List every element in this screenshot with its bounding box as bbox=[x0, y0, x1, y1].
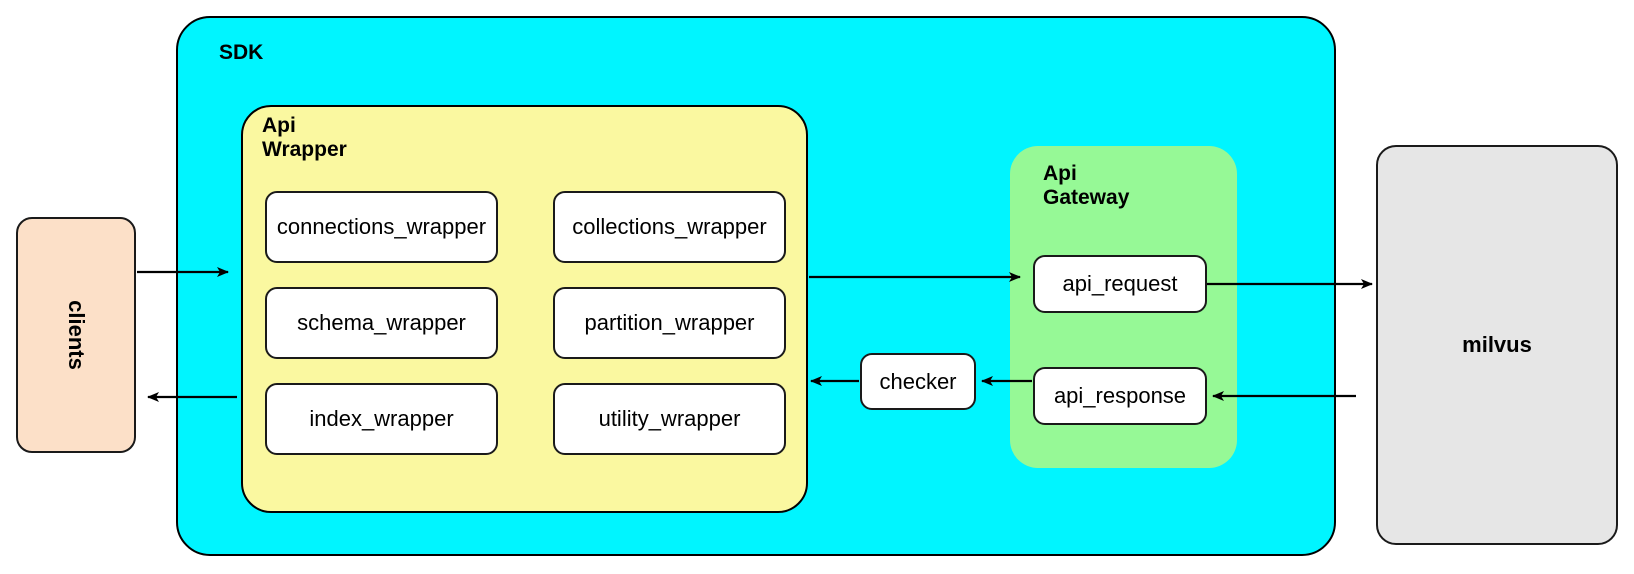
sdk-title: SDK bbox=[219, 41, 264, 64]
module-schema-wrapper[interactable]: schema_wrapper bbox=[265, 287, 498, 359]
checker-node[interactable]: checker bbox=[860, 353, 976, 410]
module-partition-wrapper[interactable]: partition_wrapper bbox=[553, 287, 786, 359]
milvus-node[interactable]: milvus bbox=[1376, 145, 1618, 545]
api-wrapper-title: Api Wrapper bbox=[262, 114, 347, 162]
module-index-wrapper[interactable]: index_wrapper bbox=[265, 383, 498, 455]
api-gateway-title: Api Gateway bbox=[1043, 162, 1130, 210]
clients-node[interactable]: clients bbox=[16, 217, 136, 453]
clients-label: clients bbox=[63, 300, 89, 370]
module-api-response[interactable]: api_response bbox=[1033, 367, 1207, 425]
module-connections-wrapper[interactable]: connections_wrapper bbox=[265, 191, 498, 263]
module-collections-wrapper[interactable]: collections_wrapper bbox=[553, 191, 786, 263]
module-api-request[interactable]: api_request bbox=[1033, 255, 1207, 313]
module-utility-wrapper[interactable]: utility_wrapper bbox=[553, 383, 786, 455]
